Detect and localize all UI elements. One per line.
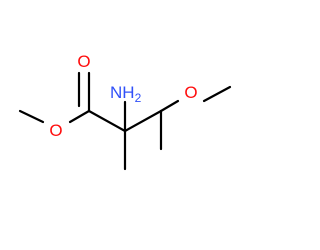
bond-methyl-ester-oxygen — [18, 109, 45, 124]
molecule-canvas: O O O NH2 — [18, 52, 232, 171]
bonds — [18, 71, 232, 171]
carbonyl-oxygen-label: O — [77, 52, 90, 71]
structure-diagram: O O O NH2 — [18, 52, 232, 171]
ether-oxygen-label: O — [184, 83, 197, 102]
amine-label-main: NH — [110, 83, 135, 102]
bond-ester-oxygen-carbonyl — [68, 109, 91, 124]
bond-alpha-methine — [123, 109, 163, 133]
ester-oxygen-label: O — [49, 121, 62, 140]
bond-carbonyl-alpha — [87, 109, 127, 133]
bond-ether-oxygen-methyl — [202, 85, 232, 103]
amine-label-subscript: 2 — [135, 91, 142, 105]
amine-label: NH2 — [110, 83, 142, 105]
bond-methine-ether-oxygen — [159, 99, 180, 113]
